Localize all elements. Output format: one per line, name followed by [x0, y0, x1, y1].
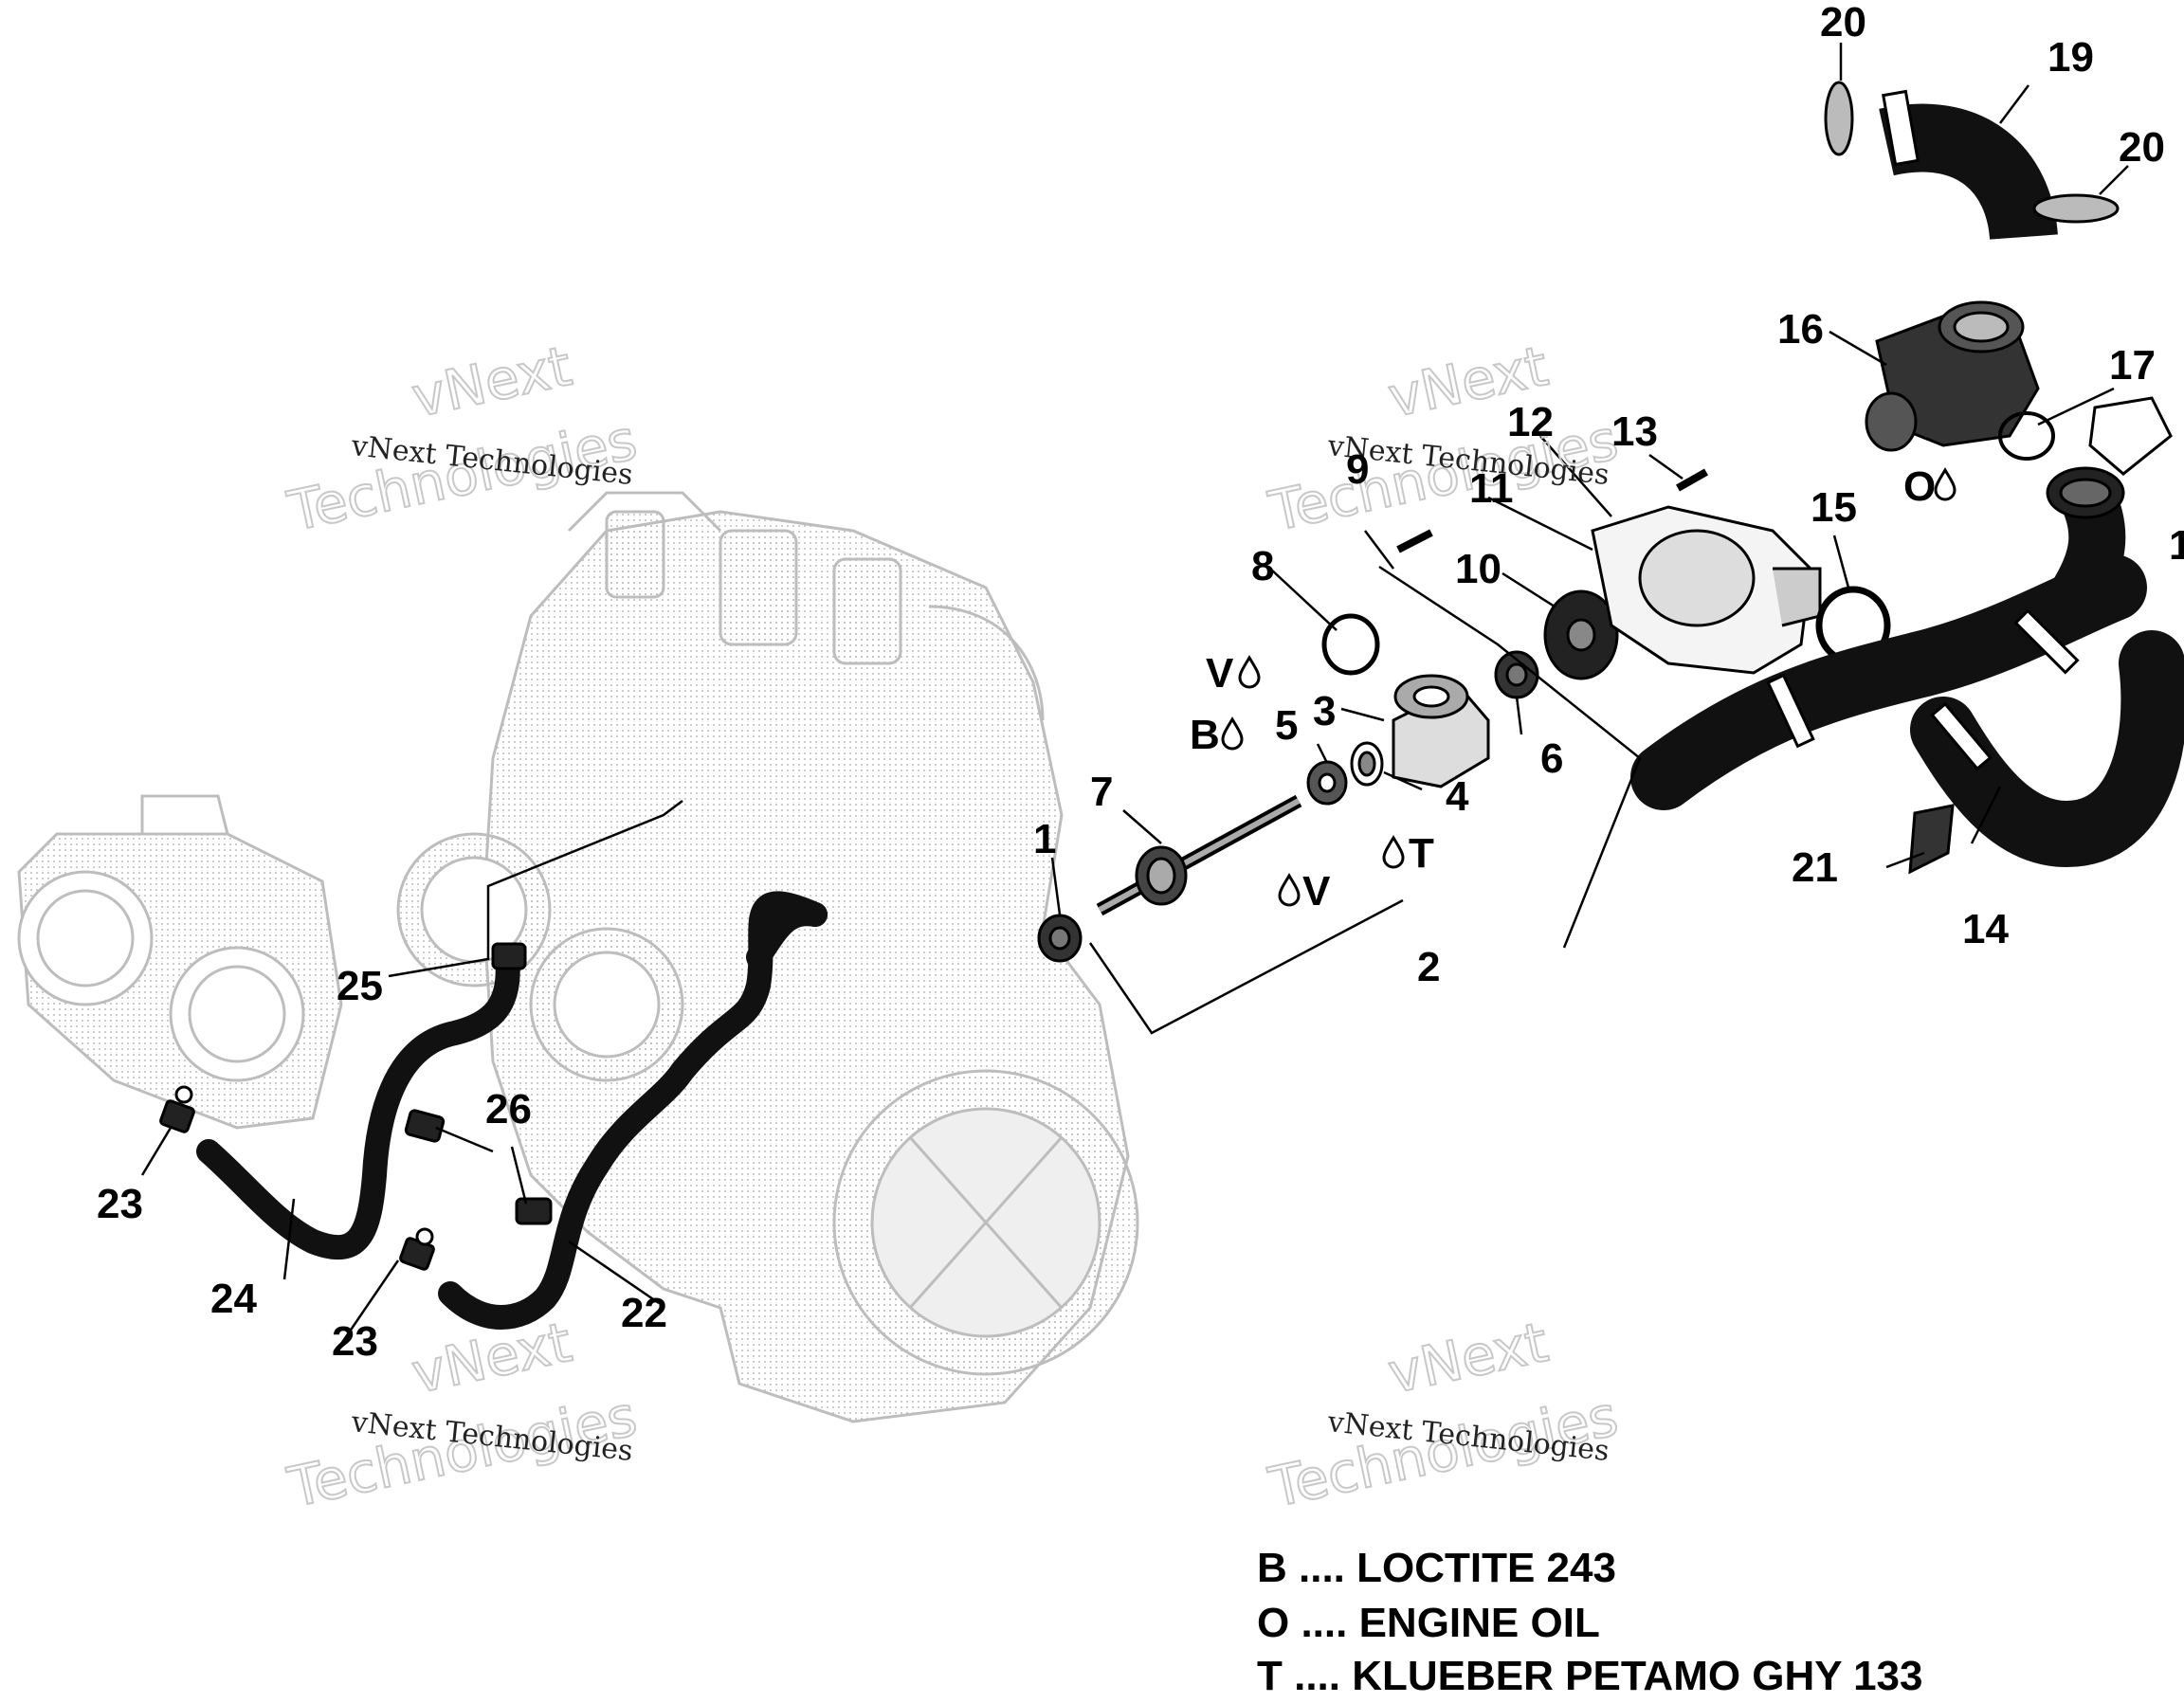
leader-lines — [140, 43, 2129, 1345]
callout-4: 4 — [1446, 773, 1469, 820]
callout-26: 26 — [485, 1086, 532, 1132]
lube-mark-v2: V — [1302, 868, 1331, 915]
callout-23b: 23 — [332, 1318, 378, 1365]
throttle-body-ghost — [17, 794, 343, 1130]
svg-text:vNext: vNext — [407, 334, 577, 430]
legend-t: T .... KLUEBER PETAMO GHY 133 — [1257, 1653, 1923, 1699]
callout-10: 10 — [1455, 546, 1502, 592]
lube-mark-t: T — [1409, 830, 1434, 877]
callout-25: 25 — [337, 963, 383, 1009]
callout-20b: 20 — [2119, 124, 2165, 171]
water-pump-parts — [1037, 468, 1891, 963]
legend-b: B .... LOCTITE 243 — [1257, 1545, 1616, 1591]
lube-mark-b: B — [1190, 712, 1220, 758]
hose-24 — [196, 945, 520, 1260]
engine-block-ghost — [396, 491, 1139, 1423]
callout-3: 3 — [1313, 688, 1336, 734]
callout-2: 2 — [1417, 944, 1440, 990]
callout-14: 14 — [1962, 906, 2009, 952]
legend-o: O .... ENGINE OIL — [1257, 1600, 1600, 1646]
oil-drop-icon — [1238, 656, 1261, 689]
lube-mark-o: O — [1903, 463, 1936, 510]
watermark-top-right: vNext Technologies vNext Technologies — [1263, 333, 1625, 545]
callout-15: 15 — [1811, 484, 1857, 531]
hose-clamps-left — [159, 942, 553, 1271]
callout-12: 12 — [1507, 399, 1554, 445]
callout-20a: 20 — [1820, 0, 1866, 45]
oil-drop-icon — [1934, 468, 1956, 501]
callout-13: 13 — [1611, 408, 1658, 455]
callout-22: 22 — [621, 1290, 667, 1336]
callout-11: 11 — [1469, 465, 1514, 512]
upper-hoses-right — [1630, 81, 2184, 875]
callout-23a: 23 — [97, 1181, 143, 1227]
oil-drop-icon — [1382, 836, 1405, 869]
callout-7: 7 — [1090, 769, 1113, 815]
watermark-bottom-right: vNext Technologies vNext Technologies — [1263, 1309, 1625, 1521]
callout-24: 24 — [210, 1276, 257, 1322]
callout-9: 9 — [1346, 446, 1369, 493]
callout-16: 16 — [1777, 306, 1824, 353]
oil-drop-icon — [1221, 717, 1244, 751]
callout-17: 17 — [2109, 342, 2156, 389]
callout-19: 19 — [2048, 34, 2094, 81]
callout-numbers: 1 2 3 4 5 6 7 8 9 10 11 12 13 14 15 16 1… — [97, 0, 2184, 1365]
callout-6: 6 — [1540, 735, 1563, 782]
coolant-hoses-left — [196, 891, 828, 1330]
lube-mark-v1: V — [1206, 650, 1234, 697]
oil-drop-icon — [1278, 874, 1301, 907]
callout-21: 21 — [1792, 844, 1838, 891]
svg-text:vNext: vNext — [407, 1310, 577, 1406]
callout-5: 5 — [1275, 702, 1298, 749]
lubricant-marks: V B T V O — [1190, 463, 1956, 915]
callout-1b: 1 — [2169, 522, 2184, 569]
callout-8: 8 — [1251, 543, 1274, 589]
svg-text:vNext: vNext — [1383, 1310, 1554, 1406]
callout-1a: 1 — [1033, 816, 1056, 862]
